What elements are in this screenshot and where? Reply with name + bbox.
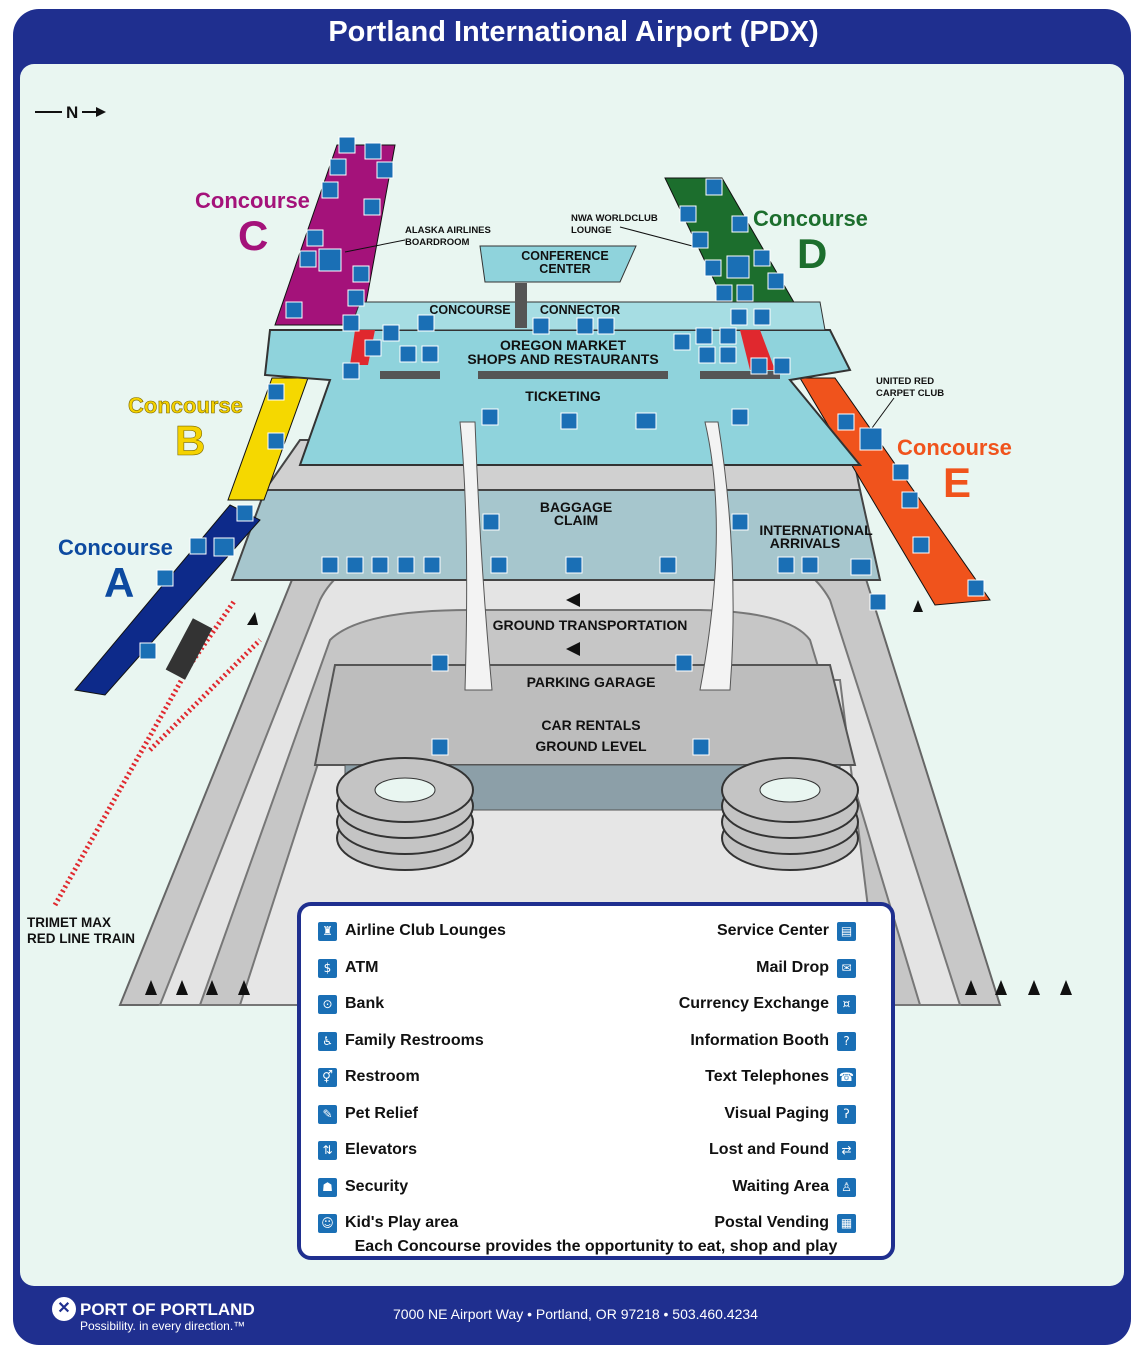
conference-label-1: CONFERENCE [521,249,609,263]
legend-item-postal-vending: Postal Vending [714,1214,829,1231]
concourse-d-word: Concourse [753,206,868,231]
international-label-1: INTERNATIONAL [759,522,873,538]
legend-item-pet-relief: Pet Relief [345,1105,418,1122]
concourse-b-letter: B [175,417,205,464]
legend-item-security: Security [345,1178,409,1195]
security-icon: ☗ [318,1178,337,1197]
legend-item-waiting-area: Waiting Area [732,1178,829,1195]
north-arrow: N [35,103,106,122]
baggage-label-2: CLAIM [554,512,598,528]
legend-item-elevators: Elevators [345,1141,418,1158]
north-label: N [66,103,78,122]
alaska-label-1: ALASKA AIRLINES [405,225,491,236]
conference-label-2: CENTER [539,262,590,276]
restroom-icon: ⚥ [318,1068,337,1087]
concourse-e-shape [799,377,991,606]
international-label-2: ARRIVALS [770,535,841,551]
footer-address: 7000 NE Airport Way • Portland, OR 97218… [393,1306,758,1322]
service-center-icon: ▤ [837,922,856,941]
parking-label: PARKING GARAGE [527,674,656,690]
legend-item-currency-exchange: Currency Exchange [678,995,829,1012]
legend-item-visual-paging: Visual Paging [724,1105,829,1122]
legend-item-information: Information Booth [690,1032,829,1049]
market-label-2: SHOPS AND RESTAURANTS [467,351,658,367]
concourse-e-label: Concourse E [897,435,1012,506]
visual-paging-icon: ʔ [837,1105,856,1124]
kids-play-icon: ☺ [318,1214,337,1233]
concourse-c-word: Concourse [195,188,310,213]
pet-relief-icon: ✎ [318,1105,337,1124]
information-icon: ? [837,1032,856,1051]
legend-item-atm: ATM [345,959,379,976]
main-terminal [263,245,863,691]
concourse-e-letter: E [943,459,971,506]
trimet-label-1: TRIMET MAX [27,915,111,930]
family-restroom-icon: ♿ [318,1032,337,1051]
legend-item-text-telephones: Text Telephones [705,1068,829,1085]
united-label-1: UNITED RED [876,376,934,387]
bank-icon: ⊙ [318,995,337,1014]
car-rentals-label-1: CAR RENTALS [541,717,640,733]
legend-item-family-restrooms: Family Restrooms [345,1032,484,1049]
concourse-a-label: Concourse A [58,535,173,606]
club-lounge-icon: ♜ [318,922,337,941]
legend-item-kids-play: Kid's Play area [345,1214,459,1231]
footer-tagline: Possibility. in every direction.™ [80,1319,246,1333]
map-service-icons [139,136,985,756]
concourse-d-label: Concourse D [753,206,868,277]
united-label-2: CARPET CLUB [876,388,944,399]
concourse-c-label: Concourse C [195,188,310,259]
mail-drop-icon: ✉ [837,959,856,978]
postal-vending-icon: ▦ [837,1214,856,1233]
page-title: Portland International Airport (PDX) [328,16,819,48]
waiting-area-icon: ♙ [837,1178,856,1197]
currency-exchange-icon: ¤ [837,995,856,1014]
legend-item-service-center: Service Center [716,922,829,939]
lost-found-icon: ⇄ [837,1141,856,1160]
legend-item-lost-found: Lost and Found [709,1141,829,1158]
text-telephone-icon: ☎ [837,1068,856,1087]
legend-item-restroom: Restroom [345,1068,420,1085]
nwa-label-1: NWA WORLDCLUB [571,213,658,224]
concourse-b-word: Concourse [128,393,243,418]
ground-transport-label: GROUND TRANSPORTATION [493,617,688,633]
baggage-label-1: BAGGAGE [540,499,612,515]
concourse-e-word: Concourse [897,435,1012,460]
concourse-d-letter: D [797,230,827,277]
alaska-label-2: BOARDROOM [405,237,469,248]
concourse-a-letter: A [104,559,134,606]
elevator-icon: ⇅ [318,1141,337,1160]
connector-label-1: CONCOURSE [429,303,510,317]
atm-icon: $ [318,959,337,978]
ticketing-label: TICKETING [525,388,601,404]
concourse-b-label: Concourse B [128,393,244,465]
legend-item-mail-drop: Mail Drop [756,959,829,976]
footer-org: PORT OF PORTLAND [80,1300,255,1319]
nwa-label-2: LOUNGE [571,225,612,236]
max-rail-line [52,598,262,907]
legend-item-club-lounges: Airline Club Lounges [345,922,506,939]
trimet-label-2: RED LINE TRAIN [27,931,135,946]
legend-note: Each Concourse provides the opportunity … [354,1238,838,1255]
concourse-a-word: Concourse [58,535,173,560]
connector-label-2: CONNECTOR [540,303,620,317]
port-logo-icon: ✕ [52,1297,76,1321]
car-rentals-label-2: GROUND LEVEL [535,738,647,754]
legend-item-bank: Bank [345,995,385,1012]
concourse-c-letter: C [238,212,268,259]
market-label-1: OREGON MARKET [500,337,626,353]
legend-panel: ♜ Airline Club Lounges $ ATM ⊙ Bank ♿ Fa… [297,902,895,1260]
